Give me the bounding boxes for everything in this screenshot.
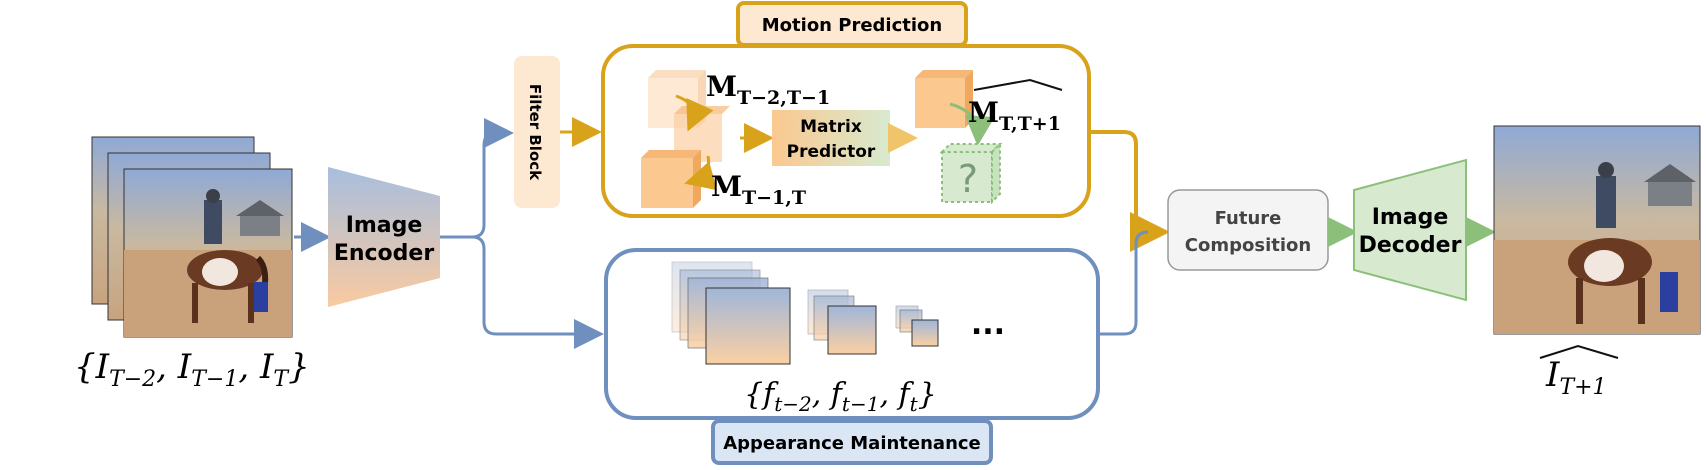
ellipsis: ... [971, 307, 1005, 342]
motion-curve-arrow-1 [675, 94, 714, 132]
input-label: {IT−2, IT−1, IT} [74, 347, 310, 392]
svg-text:Motion Prediction: Motion Prediction [762, 15, 942, 36]
svg-text:IT+1: IT+1 [1545, 355, 1607, 400]
motion-curve-arrow-2 [684, 155, 718, 191]
image-encoder: Image Encoder [328, 167, 440, 307]
rider-icon [204, 200, 222, 244]
image-decoder: Image Decoder [1353, 158, 1467, 302]
appearance-maintenance-panel: ... {ft−2, ft−1, ft} Appearance Maintena… [604, 248, 1100, 465]
motion-cube-front [641, 150, 701, 208]
svg-text:Image: Image [346, 213, 423, 238]
svg-text:Encoder: Encoder [334, 241, 435, 266]
svg-text:Decoder: Decoder [1359, 233, 1462, 258]
hat-over-m-next [973, 78, 1063, 91]
motion-title-badge: Motion Prediction [736, 1, 968, 47]
svg-text:Matrix: Matrix [800, 117, 862, 137]
svg-text:Composition: Composition [1185, 235, 1311, 256]
unknown-cube: ? [939, 141, 1003, 205]
svg-text:Future: Future [1215, 208, 1282, 229]
arrow-appearance-to-composition [1098, 230, 1149, 336]
feature-stack-small [895, 305, 939, 347]
motion-curve-arrow-3 [949, 102, 995, 146]
feature-stack-large [671, 261, 791, 365]
appearance-title-badge: Appearance Maintenance [711, 419, 993, 465]
svg-text:Image: Image [1372, 205, 1449, 230]
matrix-m-next: MT,T+1 [968, 96, 1061, 135]
feature-label: {ft−2, ft−1, ft} [744, 377, 937, 416]
svg-text:Predictor: Predictor [787, 142, 876, 162]
input-frame-front [123, 168, 293, 338]
motion-cube-output [915, 70, 973, 128]
motion-prediction-panel: Motion Prediction MT−2,T−1 MT−1,T [601, 1, 1091, 218]
encoder-branch-connectors [440, 118, 604, 349]
arrow-motion-to-composition [1089, 130, 1170, 252]
future-composition: Future Composition [1167, 189, 1329, 271]
question-mark-icon: ? [958, 157, 978, 201]
matrix-predictor: Matrix Predictor [772, 110, 890, 166]
rider-icon [1596, 176, 1616, 228]
matrix-m-prev: MT−2,T−1 [706, 70, 830, 109]
input-frames: {IT−2, IT−1, IT} [74, 136, 310, 392]
svg-text:Filter Block: Filter Block [526, 84, 544, 181]
output-frame [1493, 125, 1701, 335]
output-label: IT+1 [1539, 344, 1619, 400]
svg-text:Appearance Maintenance: Appearance Maintenance [723, 433, 981, 454]
feature-stack-medium [807, 289, 877, 355]
hat-over-output [1539, 344, 1619, 359]
matrix-m-curr: MT−1,T [711, 170, 806, 209]
filter-block: Filter Block [514, 56, 560, 208]
